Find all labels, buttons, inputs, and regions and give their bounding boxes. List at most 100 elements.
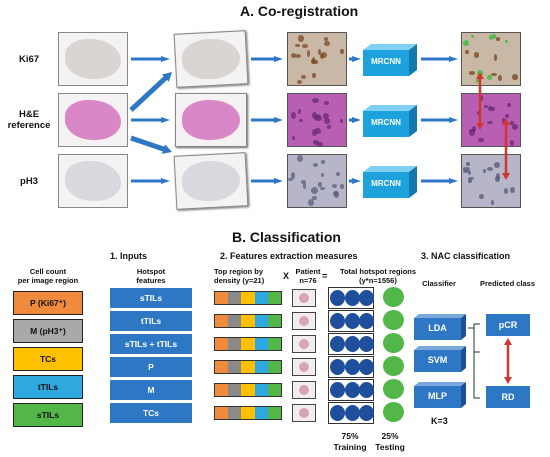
nucleus bbox=[493, 54, 497, 62]
nucleus bbox=[295, 43, 301, 48]
training-region-dot bbox=[330, 290, 345, 306]
training-region-dot bbox=[359, 359, 374, 375]
nucleus bbox=[319, 186, 325, 191]
strip-cell bbox=[241, 361, 255, 373]
strip-cell bbox=[241, 407, 255, 419]
classifier-cube-icon bbox=[414, 382, 466, 408]
hotspot-feature-box: sTILs + tTILs bbox=[110, 334, 192, 354]
mrcnn-box: MRCNN bbox=[363, 105, 417, 137]
nucleus bbox=[504, 188, 508, 195]
training-label: 75% Training bbox=[333, 431, 367, 452]
top-region-header: Top region by density (y=21) bbox=[214, 267, 265, 285]
arrow-to-output bbox=[421, 178, 458, 184]
testing-label: 25% Testing bbox=[375, 431, 405, 452]
nucleus bbox=[488, 35, 493, 41]
registered-slide-image bbox=[175, 93, 247, 147]
tissue-section bbox=[65, 39, 121, 79]
strip-cell bbox=[254, 292, 268, 304]
classifier-cube-icon bbox=[414, 314, 466, 340]
nucleus bbox=[312, 196, 318, 200]
nucleus bbox=[298, 119, 304, 123]
nucleus bbox=[512, 74, 519, 80]
cell-count-box: sTILs bbox=[13, 403, 83, 427]
nucleus bbox=[490, 200, 494, 205]
training-region-dot bbox=[330, 313, 345, 329]
nucleus bbox=[465, 50, 470, 55]
strip-cell bbox=[215, 338, 229, 350]
arrow-to-output bbox=[421, 117, 458, 123]
strip-cell bbox=[267, 407, 282, 419]
strip-cell bbox=[228, 315, 242, 327]
strip-cell bbox=[254, 407, 268, 419]
whole-slide-image bbox=[58, 154, 128, 208]
nucleus bbox=[491, 72, 498, 77]
nucleus bbox=[311, 73, 317, 78]
nucleus bbox=[311, 97, 319, 103]
arrow-slide-to-registered bbox=[131, 117, 170, 123]
strip-cell bbox=[228, 338, 242, 350]
nucleus bbox=[290, 111, 296, 119]
arrow-to-output bbox=[421, 56, 458, 62]
strip-cell bbox=[228, 407, 242, 419]
strip-cell bbox=[215, 407, 229, 419]
mrcnn-box: MRCNN bbox=[363, 44, 417, 76]
arrow-to-tile bbox=[251, 117, 283, 123]
hotspot-region-row bbox=[328, 310, 374, 332]
total-regions-header: Total hotspot regions (y*n=1556) bbox=[339, 267, 417, 285]
nucleus bbox=[487, 167, 494, 172]
classifier-box: SVM bbox=[414, 346, 466, 372]
nucleus bbox=[478, 137, 484, 143]
arrow-slide-to-registered bbox=[131, 178, 170, 184]
strip-cell bbox=[267, 361, 282, 373]
inputs-heading: 1. Inputs bbox=[110, 251, 148, 261]
training-region-dot bbox=[344, 359, 360, 375]
nucleus bbox=[314, 59, 318, 64]
nucleus bbox=[462, 166, 467, 172]
density-color-strip bbox=[214, 360, 282, 374]
patient-thumbnail bbox=[292, 381, 316, 399]
nucleus bbox=[505, 113, 509, 118]
strip-cell bbox=[228, 292, 242, 304]
nucleus bbox=[312, 129, 317, 137]
mrcnn-cube-icon bbox=[363, 44, 417, 76]
nucleus bbox=[320, 52, 327, 58]
nucleus bbox=[288, 178, 293, 182]
nucleus bbox=[467, 176, 474, 181]
strip-cell bbox=[254, 315, 268, 327]
hotspot-feature-box: P bbox=[110, 357, 192, 377]
arrow-he-to-ph3 bbox=[130, 135, 173, 154]
class-arrow-head-up bbox=[504, 338, 512, 345]
nucleus bbox=[300, 75, 306, 80]
nucleus bbox=[315, 115, 322, 122]
training-region-dot bbox=[330, 405, 345, 421]
arrow-to-tile bbox=[251, 56, 283, 62]
nucleus bbox=[320, 173, 325, 177]
nucleus bbox=[335, 171, 340, 176]
patient-tissue-icon bbox=[299, 316, 309, 326]
class-bracket bbox=[473, 323, 480, 399]
nucleus bbox=[490, 107, 496, 112]
patient-thumbnail bbox=[292, 358, 316, 376]
registered-slide-image bbox=[173, 152, 249, 210]
nucleus bbox=[495, 37, 501, 41]
nucleus bbox=[312, 140, 320, 146]
cell-count-box: tTILs bbox=[13, 375, 83, 399]
nucleus bbox=[469, 128, 475, 136]
nucleus bbox=[468, 71, 476, 76]
testing-region-dot bbox=[383, 310, 404, 330]
strip-cell bbox=[215, 361, 229, 373]
mrcnn-cube-icon bbox=[363, 166, 417, 198]
mrcnn-cube-icon bbox=[363, 105, 417, 137]
predicted-class-box: pCR bbox=[486, 314, 530, 336]
hotspot-feature-box: TCs bbox=[110, 403, 192, 423]
tissue-section bbox=[182, 100, 240, 140]
classifier-cube-icon bbox=[414, 346, 466, 372]
hotspot-feature-box: M bbox=[110, 380, 192, 400]
nucleus bbox=[465, 167, 471, 173]
nucleus bbox=[511, 123, 518, 130]
nucleus bbox=[509, 139, 515, 146]
nucleus bbox=[494, 161, 500, 168]
predicted-class-box: RD bbox=[486, 386, 530, 408]
patient-thumbnail bbox=[292, 312, 316, 330]
strip-cell bbox=[228, 361, 242, 373]
